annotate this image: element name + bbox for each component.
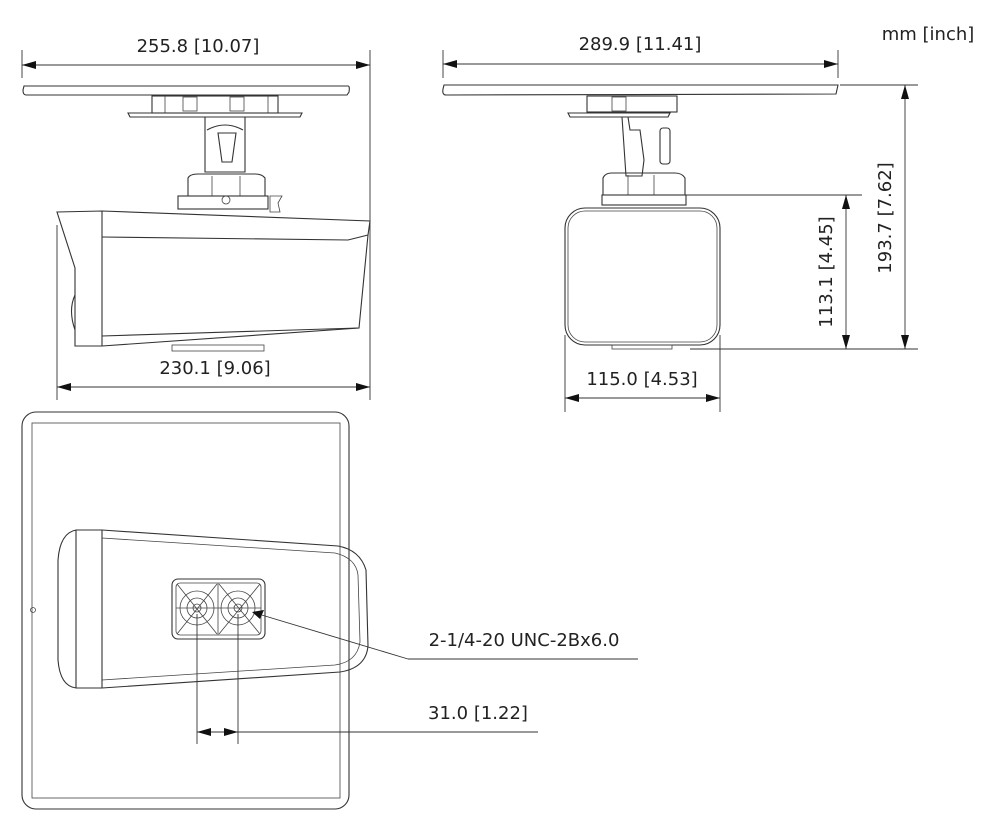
mount-width-label: 289.9 [11.41] <box>579 34 702 55</box>
bottom-view: 2-1/4-20 UNC-2Bx6.0 31.0 [1.22] <box>21 411 638 810</box>
units-label: mm [inch] <box>882 24 975 45</box>
overall-width-label: 255.8 [10.07] <box>137 36 260 57</box>
body-height-label: 113.1 [4.45] <box>816 216 837 327</box>
side-view: 255.8 [10.07] 230.1 [9.06] <box>21 36 371 400</box>
hole-spacing-label: 31.0 [1.22] <box>428 703 528 724</box>
thread-spec-label: 2-1/4-20 UNC-2Bx6.0 <box>429 630 620 651</box>
front-view: mm [inch] 289.9 [11.41] 113.1 [4.45] <box>442 24 975 412</box>
mounting-boss <box>171 578 266 640</box>
body-length-label: 230.1 [9.06] <box>159 358 270 379</box>
body-width-label: 115.0 [4.53] <box>586 369 697 390</box>
total-height-label: 193.7 [7.62] <box>875 162 896 273</box>
